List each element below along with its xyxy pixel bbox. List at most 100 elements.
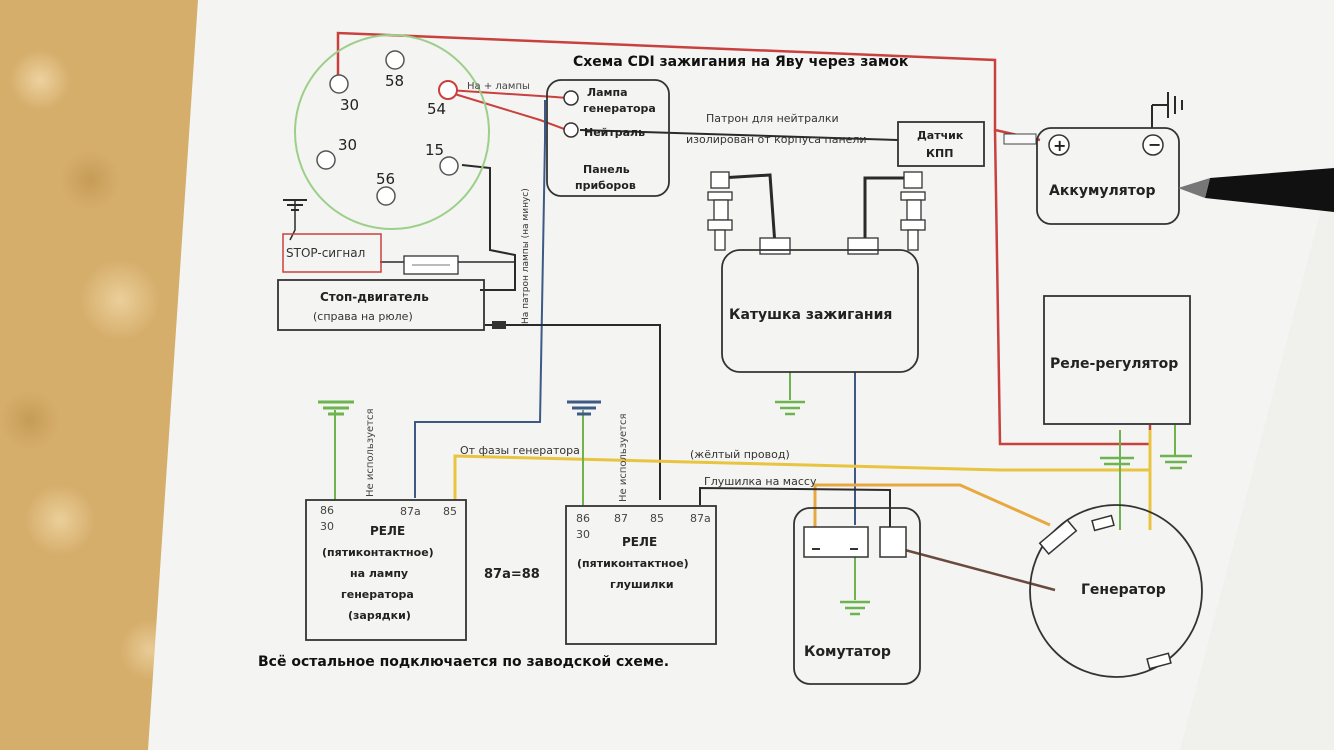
- coil-terminal-left: [759, 237, 791, 255]
- relay1-title: РЕЛЕ: [370, 524, 405, 538]
- battery: [1036, 127, 1180, 225]
- gearbox-sensor: [897, 121, 985, 167]
- pin-30-top-contact: [329, 74, 349, 94]
- relay2-line2: (пятиконтактное): [577, 557, 689, 570]
- ground-icon-relay2: [567, 400, 601, 416]
- sensor-label-1: Датчик: [917, 129, 964, 142]
- generator-terminal-top: [1091, 514, 1115, 532]
- neutral-lamp-icon: [563, 122, 579, 138]
- relay2-pin-30: 30: [576, 528, 590, 541]
- relay1-line2: (пятиконтактное): [322, 546, 434, 559]
- commutator-connector-left: [803, 526, 869, 558]
- relay1-pin-30: 30: [320, 520, 334, 533]
- engine-stop-label-1: Стоп-двигатель: [320, 290, 429, 304]
- diagram-title: Схема CDI зажигания на Яву через замок: [573, 54, 909, 70]
- relay2-line3: глушилки: [610, 578, 674, 591]
- battery-label: Аккумулятор: [1049, 183, 1156, 199]
- red-wire-lamps: [447, 89, 568, 99]
- ignition-switch: [294, 34, 490, 230]
- relay1-line5: (зарядки): [348, 609, 411, 622]
- relay-kill: [565, 505, 717, 645]
- ignition-coil: [721, 249, 919, 373]
- coil-lead-left: [719, 173, 777, 246]
- spark-plug-left-icon: [707, 171, 733, 251]
- pin-54-label: 54: [427, 100, 446, 118]
- generator-terminal-bottom: [1146, 652, 1172, 670]
- stop-signal-label: STOP-сигнал: [286, 246, 365, 260]
- pin-54-contact: [438, 80, 458, 100]
- stop-signal-box: [282, 233, 382, 273]
- footer-note: Всё остальное подключается по заводской …: [258, 654, 669, 670]
- lamp-wire-note: На патрон лампы (на минус): [521, 188, 531, 324]
- engine-stop-box: [277, 279, 485, 331]
- coil-lead-right: [863, 176, 912, 245]
- battery-cable-holder: [1003, 133, 1037, 145]
- spark-plug-right-icon: [900, 171, 926, 251]
- yellow-wire-note: (жёлтый провод): [690, 448, 790, 461]
- panel-label-2: приборов: [575, 179, 636, 192]
- pin-58-contact: [385, 50, 405, 70]
- pin-56-label: 56: [376, 170, 395, 188]
- pin-56-contact: [376, 186, 396, 206]
- lamp-label-2: генератора: [583, 102, 656, 115]
- yellow-phase-wire: [453, 430, 1152, 500]
- relay1-unused: Не используется: [365, 408, 376, 497]
- battery-plus-icon: [1048, 134, 1070, 156]
- ground-icon-regulator: [1160, 454, 1192, 470]
- relay2-pin-86: 86: [576, 512, 590, 525]
- ground-icon-relay1: [318, 400, 354, 416]
- pen-tip: [1178, 178, 1210, 198]
- relay-charge-lamp: [305, 499, 467, 641]
- relay1-pin-85: 85: [443, 505, 457, 518]
- red-wire-battery: [336, 31, 1041, 142]
- pin15-wire: [461, 164, 516, 291]
- relay1-line3: на лампу: [350, 567, 408, 580]
- pen: [1205, 168, 1334, 212]
- relay-regulator: [1043, 295, 1191, 425]
- relay2-unused: Не используется: [618, 413, 629, 502]
- relay2-pin-85: 85: [650, 512, 664, 525]
- battery-plus-sign: +: [1053, 136, 1066, 155]
- relay1-pin-87a: 87a: [400, 505, 421, 518]
- sensor-label-2: КПП: [926, 147, 953, 160]
- pin-30-top-label: 30: [340, 96, 359, 114]
- blue-lamp-wire: [414, 100, 546, 498]
- engine-stop-connector: [492, 321, 506, 329]
- pin-58-label: 58: [385, 72, 404, 90]
- pin-30-bottom-label: 30: [338, 136, 357, 154]
- kill-note: Глушилка на массу: [704, 475, 817, 488]
- neutral-note-2: изолирован от корпуса панели: [686, 133, 867, 146]
- pin-15-contact: [439, 156, 459, 176]
- ground-icon-coil: [775, 400, 805, 416]
- ground-icon-generator: [1100, 456, 1134, 466]
- ground-icon-battery: [1151, 92, 1183, 128]
- battery-minus-icon: [1142, 134, 1164, 156]
- generator-lamp-icon: [563, 90, 579, 106]
- pin-30-bottom-contact: [316, 150, 336, 170]
- generator-label: Генератор: [1081, 582, 1166, 598]
- relay1-line4: генератора: [341, 588, 414, 601]
- regulator-label: Реле-регулятор: [1050, 356, 1178, 372]
- relay1-pin-86: 86: [320, 504, 334, 517]
- ground-icon-commutator: [840, 600, 870, 616]
- relay2-title: РЕЛЕ: [622, 535, 657, 549]
- red-wire-lamps-2: [447, 91, 568, 131]
- relay-note: 87a=88: [484, 567, 540, 582]
- phase-note: От фазы генератора: [460, 444, 580, 457]
- ground-icon-stop: [283, 199, 307, 211]
- neutral-label: Нейтраль: [584, 126, 645, 139]
- commutator-label: Комутатор: [804, 644, 891, 660]
- neutral-wire: [579, 129, 899, 141]
- neutral-note-1: Патрон для нейтралки: [706, 112, 839, 125]
- coil-terminal-right: [847, 237, 879, 255]
- commutator: [793, 507, 921, 685]
- relay2-pin-87a: 87a: [690, 512, 711, 525]
- relay2-pin-87: 87: [614, 512, 628, 525]
- battery-minus-sign: −: [1148, 135, 1161, 154]
- engine-stop-label-2: (справа на рюле): [313, 310, 413, 323]
- engine-stop-wire: [485, 324, 661, 500]
- coil-label: Катушка зажигания: [729, 307, 892, 323]
- generator-terminal-left: [1038, 519, 1078, 555]
- kill-wire: [699, 486, 891, 530]
